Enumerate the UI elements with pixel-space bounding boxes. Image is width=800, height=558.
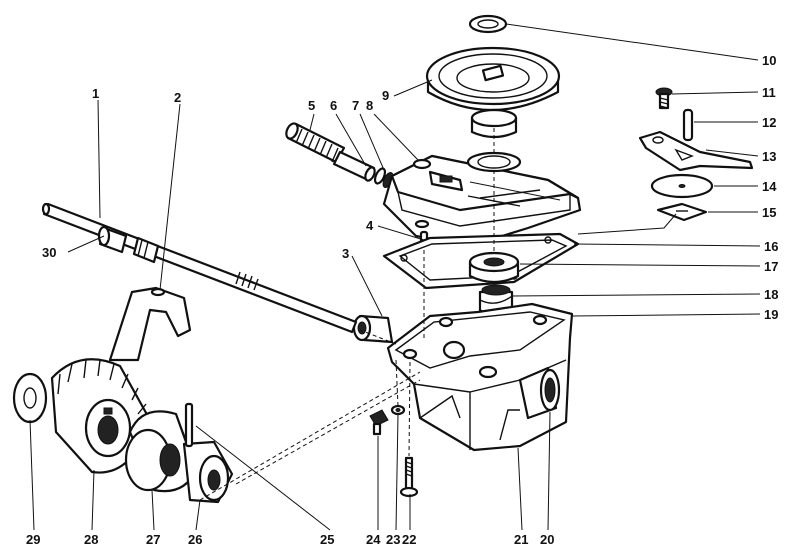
part-24-bolt	[369, 409, 389, 436]
part-25-pin	[184, 402, 194, 448]
callout-25: 25	[320, 532, 334, 547]
part-10-retaining-ring	[468, 14, 508, 34]
part-3-bushing	[352, 314, 394, 344]
callout-3: 3	[342, 246, 349, 261]
callout-30: 30	[42, 245, 56, 260]
callout-16: 16	[764, 239, 778, 254]
callout-7: 7	[352, 98, 359, 113]
callout-23: 23	[386, 532, 400, 547]
callout-29: 29	[26, 532, 40, 547]
part-14-washer	[650, 173, 714, 199]
callout-21: 21	[514, 532, 528, 547]
callout-24: 24	[366, 532, 381, 547]
callout-27: 27	[146, 532, 160, 547]
leader-lines	[29, 23, 761, 531]
part-27-clutch	[124, 410, 198, 493]
callout-28: 28	[84, 532, 98, 547]
callout-9: 9	[382, 88, 389, 103]
callout-13: 13	[762, 149, 776, 164]
part-30-collar	[97, 225, 160, 264]
part-23-washer	[390, 404, 406, 416]
part-26-dog-collar	[182, 440, 234, 504]
callout-20: 20	[540, 532, 554, 547]
callout-1: 1	[92, 86, 99, 101]
part-6-shaft	[332, 150, 376, 182]
gearbox-cover	[382, 151, 582, 248]
callout-8: 8	[366, 98, 373, 113]
part-2-shift-fork	[108, 286, 192, 362]
callout-10: 10	[762, 53, 776, 68]
part-5-spring	[285, 122, 346, 164]
callout-15: 15	[762, 205, 776, 220]
part-20-seal	[518, 366, 561, 420]
part-13-bracket	[638, 130, 754, 172]
callout-2: 2	[174, 90, 181, 105]
callout-22: 22	[402, 532, 416, 547]
callout-26: 26	[188, 532, 202, 547]
callout-14: 14	[762, 179, 777, 194]
callout-5: 5	[308, 98, 315, 113]
part-1-main-shaft	[41, 202, 358, 334]
callout-18: 18	[764, 287, 778, 302]
part-15-plate	[656, 202, 708, 222]
part-22-bolt	[399, 456, 419, 498]
callout-12: 12	[762, 115, 776, 130]
callout-labels: 1 2 3 4 5 6 7 8 9 10 11 12 13 14 15 16 1…	[26, 53, 778, 547]
callout-4: 4	[366, 218, 374, 233]
part-11-screw	[655, 87, 673, 110]
callout-6: 6	[330, 98, 337, 113]
part-9-pulley	[425, 46, 561, 139]
part-12-pin	[682, 108, 694, 142]
assembly-lines	[199, 128, 495, 501]
part-28-bevel-gear	[50, 358, 152, 474]
part-29-washer	[12, 372, 48, 424]
callout-19: 19	[764, 307, 778, 322]
callout-17: 17	[764, 259, 778, 274]
part-17-bearing	[468, 251, 520, 284]
callout-11: 11	[762, 85, 776, 100]
